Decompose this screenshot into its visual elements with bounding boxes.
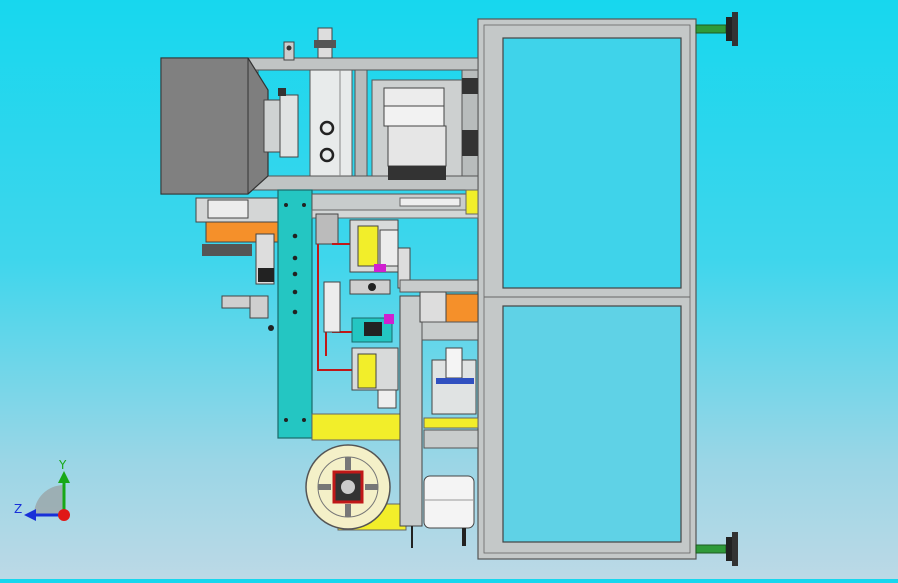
collection-container[interactable] (423, 475, 475, 546)
axis-triad: Y Z (10, 455, 90, 530)
l-bracket (221, 295, 274, 331)
mounting-plate-cyan[interactable] (277, 189, 313, 439)
reel-wheel[interactable] (305, 444, 391, 530)
leveling-foot-bottom (695, 532, 738, 566)
hopper-box[interactable] (160, 57, 269, 195)
cabinet-frame[interactable] (477, 18, 697, 560)
vertical-column[interactable] (397, 247, 423, 548)
z-axis-label: Z (14, 502, 22, 516)
linear-rail[interactable] (311, 193, 479, 245)
axis-triad-icon: Y Z (14, 458, 70, 521)
motor-assembly[interactable] (371, 78, 478, 180)
feeder-module-left[interactable] (195, 197, 279, 285)
y-axis-label: Y (58, 458, 67, 472)
gripper-module[interactable] (263, 41, 299, 158)
cylinder-module[interactable] (323, 219, 399, 409)
slider-block[interactable] (399, 279, 479, 449)
leveling-foot-top (695, 12, 738, 46)
guide-rod-assembly[interactable] (309, 27, 353, 177)
